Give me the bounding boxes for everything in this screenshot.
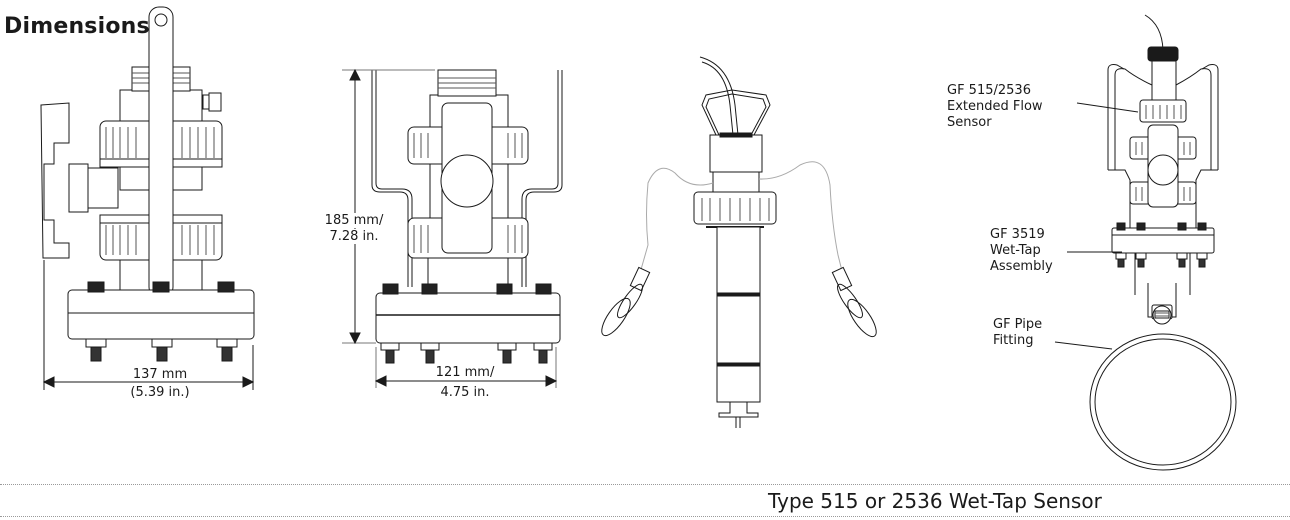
callout-wet-tap-line-3: Assembly [990,259,1053,274]
page-title: Dimensions [4,14,150,39]
callout-wet-tap-line-2: Wet-Tap [990,243,1041,258]
top-divider [0,484,1290,485]
assembly-view-svg [1054,14,1237,471]
front-view-drawing: 185 mm/ 7.28 in. 121 mm/ 4.75 in. [290,55,590,455]
callout-sensor-line-3: Sensor [947,115,992,130]
side-width-in: (5.39 in.) [130,385,190,400]
assembly-view-drawing: GF 515/2536 Extended Flow Sensor GF 3519… [920,14,1290,475]
callout-sensor: GF 515/2536 Extended Flow Sensor [947,83,1043,131]
side-view-svg [40,6,255,390]
front-width-in: 4.75 in. [440,385,490,400]
front-height-in: 7.28 in. [318,229,390,244]
sensor-view-drawing [580,55,900,455]
front-width-mm: 121 mm/ [435,365,495,380]
sensor-view-svg [601,56,877,428]
callout-wet-tap: GF 3519 Wet-Tap Assembly [990,227,1053,275]
callout-sensor-line-1: GF 515/2536 [947,83,1031,98]
front-view-svg [342,68,563,388]
callout-pipe-line-2: Fitting [993,333,1034,348]
callout-pipe-fitting: GF Pipe Fitting [993,317,1042,349]
bottom-divider [0,516,1290,517]
side-width-mm: 137 mm [132,367,188,382]
callout-sensor-line-2: Extended Flow [947,99,1043,114]
callout-pipe-line-1: GF Pipe [993,317,1043,332]
side-view-drawing: 137 mm (5.39 in.) [0,6,280,455]
figure-caption: Type 515 or 2536 Wet-Tap Sensor [768,489,1102,513]
front-height-mm: 185 mm/ [318,213,390,228]
callout-wet-tap-line-1: GF 3519 [990,227,1045,242]
